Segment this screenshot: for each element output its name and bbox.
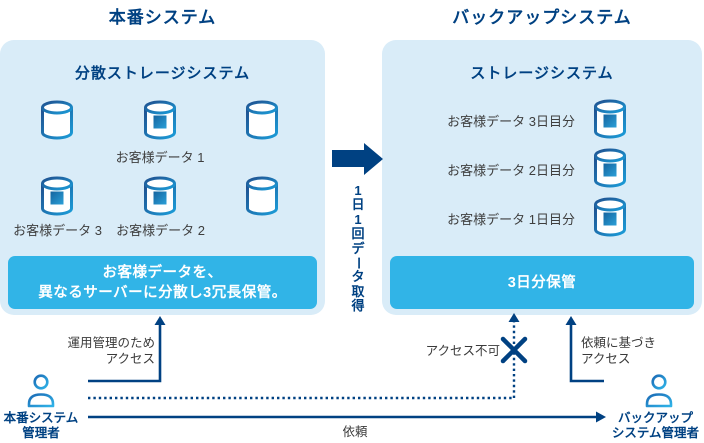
database-icon <box>245 100 279 140</box>
customer-data-1-label: お客様データ 1 <box>115 150 205 165</box>
production-banner-line1: お客様データを、 <box>102 264 223 281</box>
customer-data-2-label: お客様データ 2 <box>116 223 205 238</box>
backup-system-title: バックアップシステム <box>452 8 632 27</box>
production-system-title: 本番システム <box>108 8 217 27</box>
production-panel-heading: 分散ストレージシステム <box>74 65 251 82</box>
database-icon-with-data <box>40 176 74 216</box>
database-icon-with-data <box>143 176 177 216</box>
no-access-note: アクセス不可 <box>425 344 500 358</box>
request-access-note: 依頼に基づき アクセス <box>581 336 657 366</box>
production-admin-label: 本番システム 管理者 <box>3 411 79 440</box>
request-note: 依頼 <box>342 425 368 439</box>
database-icon-with-data <box>593 99 627 139</box>
backup-admin-label: バックアップ システム管理者 <box>611 411 700 440</box>
ops-access-note: 運用管理のため アクセス <box>67 336 155 366</box>
backup-panel-heading: ストレージシステム <box>470 65 614 82</box>
production-banner-line2: 異なるサーバーに分散し3冗長保管。 <box>38 284 287 301</box>
backup-row-label: お客様データ 1日目分 <box>447 212 575 227</box>
backup-row-label: お客様データ 3日目分 <box>447 114 575 129</box>
request-arrow <box>88 411 606 423</box>
person-icon <box>641 374 677 408</box>
customer-data-3-label: お客様データ 3 <box>13 223 102 238</box>
backup-banner: 3日分保管 <box>390 256 694 309</box>
database-icon <box>245 176 279 216</box>
person-icon <box>23 374 59 408</box>
daily-transfer-arrow-icon <box>332 143 383 175</box>
production-banner: お客様データを、 異なるサーバーに分散し3冗長保管。 <box>8 256 317 309</box>
backup-row-label: お客様データ 2日目分 <box>447 163 575 178</box>
database-icon-with-data <box>143 100 177 140</box>
no-access-x-icon <box>500 336 528 364</box>
database-icon-with-data <box>593 148 627 188</box>
backup-banner-label: 3日分保管 <box>507 274 577 291</box>
database-icon <box>40 100 74 140</box>
database-icon-with-data <box>593 197 627 237</box>
